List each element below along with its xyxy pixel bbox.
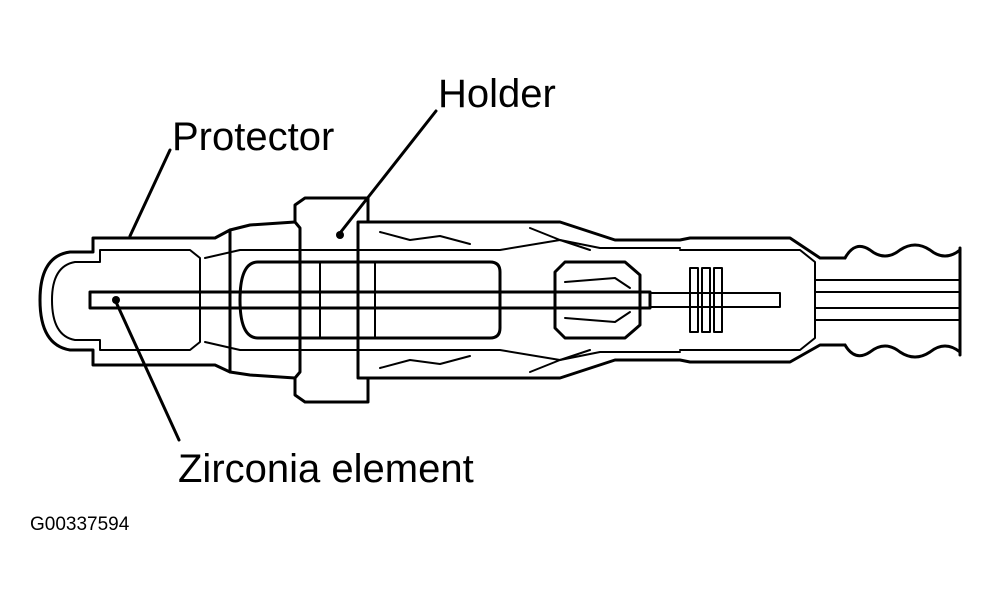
figure-id: G00337594	[30, 514, 130, 535]
rubber-boot	[843, 243, 962, 359]
protector-inner	[51, 249, 201, 351]
gasket-top	[379, 227, 591, 251]
terminal-clamp-inner	[564, 277, 631, 323]
zirconia-rod	[88, 290, 652, 310]
zirconia-leader-line	[114, 300, 181, 442]
sensor-body	[38, 196, 962, 404]
body-outer	[228, 220, 847, 380]
spring-contacts	[689, 267, 723, 333]
holder-hex	[293, 196, 370, 404]
holder-label: Holder	[438, 72, 556, 116]
protector-leader-line	[128, 148, 172, 238]
lead-wires	[814, 279, 961, 321]
protector-label: Protector	[172, 115, 334, 159]
terminal-clamp	[553, 260, 642, 340]
holder-leader-line	[338, 109, 438, 235]
protector-outer	[38, 228, 232, 374]
ceramic-insulator	[238, 260, 502, 340]
gasket-bottom	[379, 349, 591, 373]
zirconia-element-label: Zirconia element	[178, 447, 474, 491]
body-inner-wall	[204, 239, 681, 361]
holder-leader-dot	[336, 231, 344, 239]
zirconia-leader-dot	[112, 296, 120, 304]
rear-sleeve	[679, 249, 816, 351]
leader-lines	[112, 109, 438, 442]
